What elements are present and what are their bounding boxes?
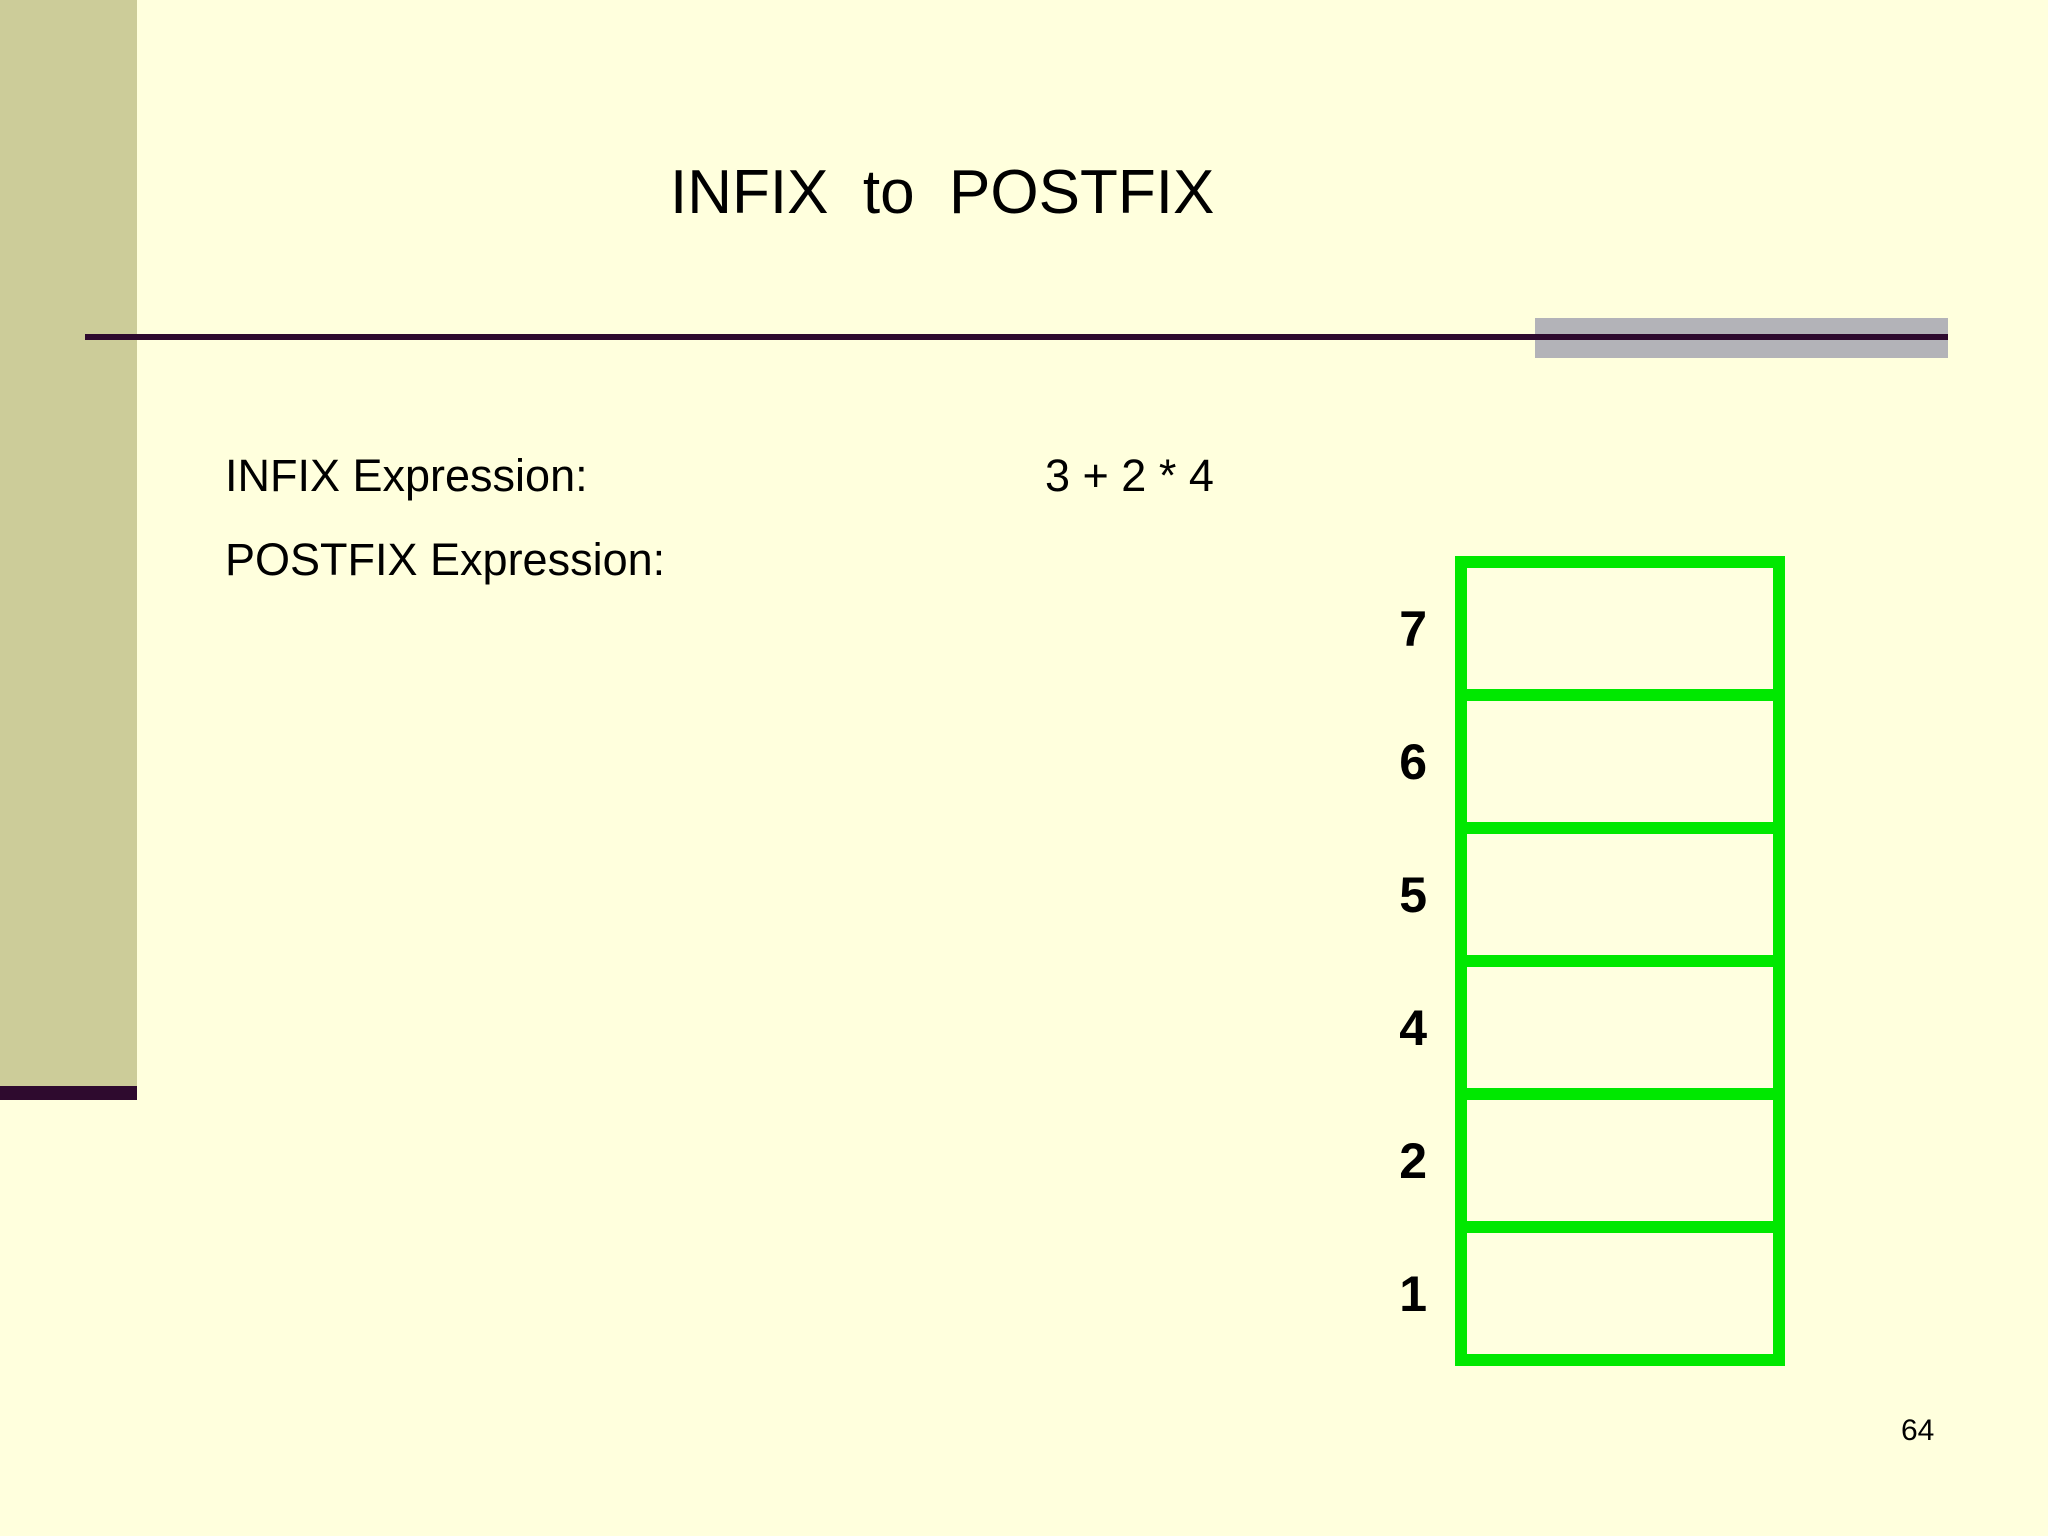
sidebar-footer-bar (0, 1086, 137, 1100)
stack-cell-index: 6 (1399, 733, 1427, 790)
infix-expression-label: INFIX Expression: (225, 450, 588, 501)
stack-cell: 6 (1399, 701, 1773, 834)
stack-cell-index: 1 (1399, 1265, 1427, 1322)
stack-cell: 7 (1399, 568, 1773, 701)
stack-cell-index: 2 (1399, 1132, 1427, 1189)
stack-cell-index: 5 (1399, 866, 1427, 923)
stack-diagram: 7 6 5 4 2 1 (1399, 556, 1785, 1366)
stack-cell-index: 4 (1399, 999, 1427, 1056)
sidebar-decorative-band (0, 0, 137, 1086)
postfix-expression-row: POSTFIX Expression: (225, 534, 1425, 618)
infix-expression-row: INFIX Expression: 3 + 2 * 4 (225, 450, 1425, 534)
header-divider-rule (85, 334, 1948, 340)
stack-cell-index: 7 (1399, 600, 1427, 657)
expression-list: INFIX Expression: 3 + 2 * 4 POSTFIX Expr… (225, 450, 1425, 618)
stack-cell: 5 (1399, 834, 1773, 967)
postfix-expression-label: POSTFIX Expression: (225, 534, 666, 585)
page-number: 64 (1901, 1414, 1935, 1447)
page-title: INFIX to POSTFIX (670, 158, 1215, 227)
stack-cell: 1 (1399, 1233, 1773, 1366)
infix-expression-value: 3 + 2 * 4 (1045, 450, 1214, 501)
stack-cell: 2 (1399, 1100, 1773, 1233)
stack-cell: 4 (1399, 967, 1773, 1100)
